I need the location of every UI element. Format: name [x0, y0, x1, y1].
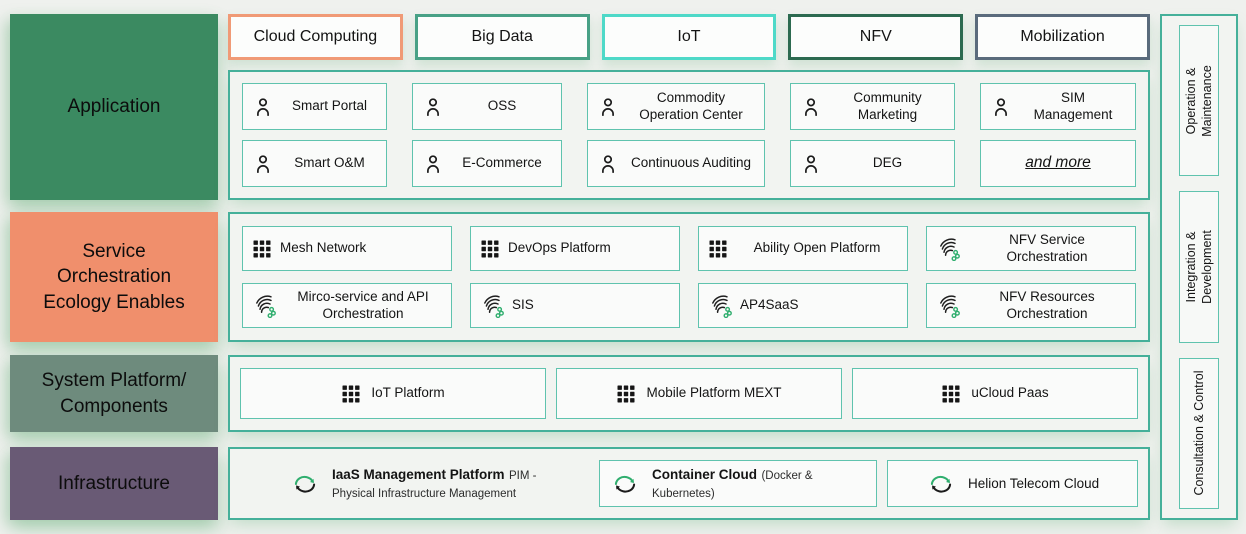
infra-title: Helion Telecom Cloud: [968, 475, 1100, 491]
person-icon: [990, 96, 1012, 118]
mesh-icon: [936, 294, 960, 318]
mesh-icon: [252, 294, 276, 318]
layer-label-service-orchestration: Service Orchestration Ecology Enables: [10, 212, 218, 342]
mesh-icon: [708, 294, 732, 318]
layer-label-text: System Platform/: [41, 369, 187, 391]
person-icon: [800, 96, 822, 118]
infra-item-container-cloud: Container Cloud (Docker & Kubernetes): [599, 460, 878, 507]
orch-item-mesh-network: Mesh Network: [242, 226, 452, 271]
tab-iot: IoT: [601, 14, 777, 60]
infra-subtitle: (Docker & Kubernetes): [652, 469, 813, 500]
technology-tabs: Cloud Computing Big Data IoT NFV Mobiliz…: [228, 14, 1150, 60]
mesh-icon: [936, 237, 960, 261]
infra-subtitle: PIM - Physical Infrastructure Management: [332, 469, 537, 500]
layer-label-text: Application: [67, 96, 161, 118]
infra-item-helion-telecom-cloud: Helion Telecom Cloud: [887, 460, 1138, 507]
grid-icon: [480, 239, 500, 259]
infra-title: IaaS Management Platform: [332, 466, 505, 482]
tab-nfv: NFV: [788, 14, 964, 60]
person-icon: [422, 96, 444, 118]
app-item-smart-portal: Smart Portal: [242, 83, 387, 130]
grid-icon: [252, 239, 272, 259]
app-item-and-more: and more: [980, 140, 1136, 187]
person-icon: [252, 153, 274, 175]
app-item-oss: OSS: [412, 83, 562, 130]
grid-icon: [708, 239, 728, 259]
orch-item-nfv-service-orchestration: NFV Service Orchestration: [926, 226, 1136, 271]
person-icon: [597, 96, 619, 118]
orch-item-ability-open-platform: Ability Open Platform: [698, 226, 908, 271]
layer-label-infrastructure: Infrastructure: [10, 447, 218, 520]
rail-item-consultation-control: Consultation & Control: [1179, 357, 1219, 509]
grid-icon: [941, 384, 961, 404]
cycle-icon: [926, 473, 956, 495]
app-item-deg: DEG: [790, 140, 955, 187]
application-group: Smart Portal OSS Commodity Operation Cen…: [228, 70, 1150, 200]
grid-icon: [616, 384, 636, 404]
layer-label-system-platform: System Platform/ Components: [10, 355, 218, 432]
infrastructure-group: IaaS Management Platform PIM - Physical …: [228, 447, 1150, 520]
tab-mobilization: Mobilization: [975, 14, 1150, 60]
tab-cloud-computing: Cloud Computing: [228, 14, 403, 60]
infra-title: Container Cloud: [652, 466, 758, 482]
sys-item-ucloud-paas: uCloud Paas: [852, 368, 1138, 419]
system-platform-group: IoT Platform Mobile Platform MEXT uCloud…: [228, 355, 1150, 432]
mesh-icon: [480, 294, 504, 318]
person-icon: [597, 153, 619, 175]
layer-label-column: Application Service Orchestration Ecolog…: [10, 14, 218, 520]
app-item-sim-management: SIM Management: [980, 83, 1136, 130]
orch-item-sis: SIS: [470, 283, 680, 328]
grid-icon: [341, 384, 361, 404]
person-icon: [422, 153, 444, 175]
sys-item-mobile-platform-mext: Mobile Platform MEXT: [556, 368, 842, 419]
layer-label-application: Application: [10, 14, 218, 200]
lifecycle-rail: Operation & Maintenance Integration & De…: [1160, 14, 1238, 520]
orch-item-micro-service-api-orchestration: Mirco-service and API Orchestration: [242, 283, 452, 328]
orch-item-devops-platform: DevOps Platform: [470, 226, 680, 271]
sys-item-iot-platform: IoT Platform: [240, 368, 546, 419]
service-orchestration-group: Mesh Network DevOps Platform Ability Ope…: [228, 212, 1150, 342]
lifecycle-rail-frame: Operation & Maintenance Integration & De…: [1160, 14, 1238, 520]
tab-big-data: Big Data: [414, 14, 590, 60]
app-item-community-marketing: Community Marketing: [790, 83, 955, 130]
person-icon: [800, 153, 822, 175]
diagram-content: Cloud Computing Big Data IoT NFV Mobiliz…: [228, 14, 1150, 520]
cycle-icon: [290, 473, 320, 495]
orch-item-ap4saas: AP4SaaS: [698, 283, 908, 328]
rail-item-operation-maintenance: Operation & Maintenance: [1179, 25, 1219, 177]
layer-label-text: Service: [82, 240, 146, 262]
cycle-icon: [610, 473, 640, 495]
layer-label-text: Infrastructure: [58, 472, 170, 494]
app-item-commodity-operation-center: Commodity Operation Center: [587, 83, 765, 130]
orch-item-nfv-resources-orchestration: NFV Resources Orchestration: [926, 283, 1136, 328]
app-item-continuous-auditing: Continuous Auditing: [587, 140, 765, 187]
infra-item-iaas-management-platform: IaaS Management Platform PIM - Physical …: [240, 460, 589, 507]
person-icon: [252, 96, 274, 118]
app-item-e-commerce: E-Commerce: [412, 140, 562, 187]
app-item-smart-om: Smart O&M: [242, 140, 387, 187]
rail-item-integration-development: Integration & Development: [1179, 191, 1219, 343]
